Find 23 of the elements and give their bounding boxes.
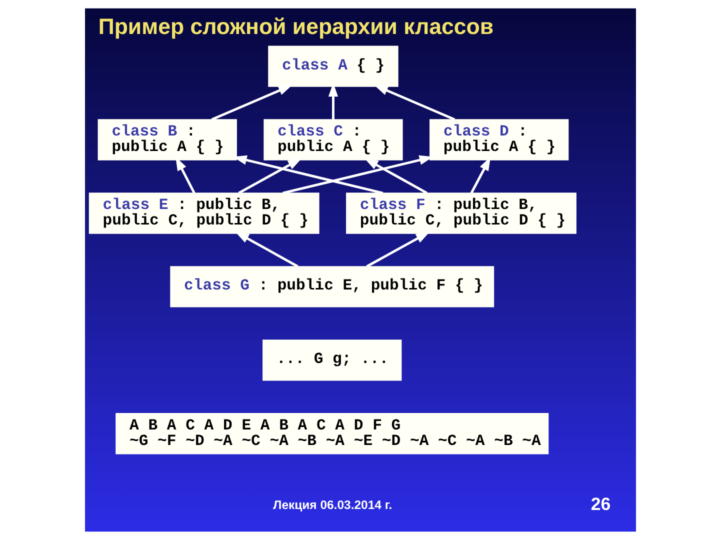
arrow xyxy=(232,155,383,194)
node-box: class A { } xyxy=(268,46,398,87)
node-box: class G : public E, public F { } xyxy=(170,266,494,308)
arrow xyxy=(282,155,433,194)
label: Лекция 06.03.2014 г. xyxy=(272,498,392,512)
node-box: class D : public A { } xyxy=(429,119,568,160)
arrow xyxy=(374,84,455,121)
node-box: class B : public A { } xyxy=(97,119,236,160)
arrow xyxy=(470,156,490,194)
arrow xyxy=(238,158,302,194)
arrow xyxy=(234,232,298,268)
diagram-title: Пример сложной иерархии классов xyxy=(98,14,494,40)
arrow xyxy=(364,158,428,194)
label: 26 xyxy=(590,494,610,514)
node-box: ... G g; ... xyxy=(262,340,402,381)
arrow xyxy=(366,232,430,268)
arrow xyxy=(328,82,338,120)
node-box: class E : public B, public C, public D { } xyxy=(88,192,319,234)
node-box: class F : public B, public C, public D { } xyxy=(346,192,576,234)
arrow xyxy=(175,156,195,194)
arrow xyxy=(210,84,292,121)
node-box: A B A C A D E A B A C A D F G ~G ~F ~D ~A ~C ~A ~B ~A ~E ~D ~A ~C ~A ~B ~A xyxy=(115,413,548,454)
node-box: class C : public A { } xyxy=(263,119,402,160)
